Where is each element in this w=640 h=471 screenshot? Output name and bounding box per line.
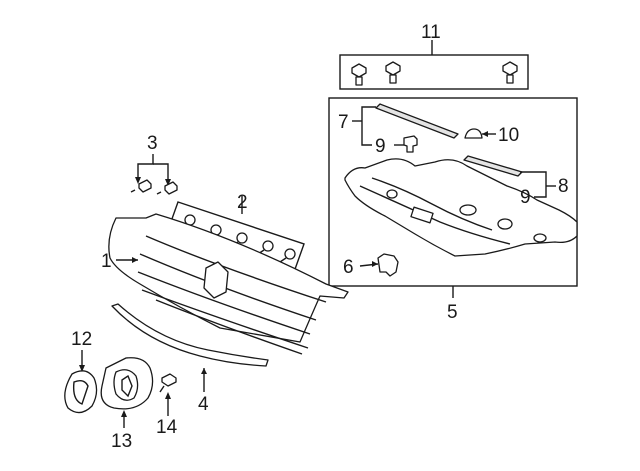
callout-3: 3 — [147, 133, 158, 154]
callout-7: 7 — [338, 112, 349, 133]
callout-5: 5 — [447, 302, 458, 323]
bolt-icon — [385, 61, 401, 84]
seal-strip-7 — [375, 103, 459, 139]
callout-11: 11 — [421, 22, 441, 43]
bolt-icon — [502, 61, 518, 84]
callout-10: 10 — [498, 125, 519, 146]
upper-cover-box-5 — [328, 97, 578, 298]
bolt-set-box-11 — [339, 40, 529, 90]
bolt-icon — [156, 181, 178, 195]
screw-set-box-2 — [167, 196, 305, 273]
trim-strip-4 — [111, 303, 269, 392]
bracket-6 — [377, 253, 399, 277]
emblem-12 — [64, 350, 98, 414]
callout-12: 12 — [71, 329, 92, 350]
bolt-group-3 — [130, 154, 178, 195]
bolt-icon — [130, 179, 152, 193]
callout-6: 6 — [343, 257, 354, 278]
bolt-icon — [351, 63, 367, 86]
screw-icon — [257, 240, 274, 255]
callout-8: 8 — [558, 176, 569, 197]
clip-icon — [403, 135, 418, 153]
callout-13: 13 — [111, 431, 132, 452]
callout-2: 2 — [237, 192, 248, 213]
emblem-base-13 — [100, 357, 154, 428]
callout-4: 4 — [198, 394, 209, 415]
screw-14 — [159, 373, 177, 416]
screw-icon — [279, 248, 296, 263]
callout-9-lower: 9 — [520, 187, 531, 208]
grille-assembly-1 — [108, 213, 349, 355]
callout-14: 14 — [156, 417, 178, 438]
callout-1: 1 — [101, 251, 112, 272]
cap-icon — [464, 128, 483, 139]
callout-9-upper: 9 — [375, 136, 386, 157]
